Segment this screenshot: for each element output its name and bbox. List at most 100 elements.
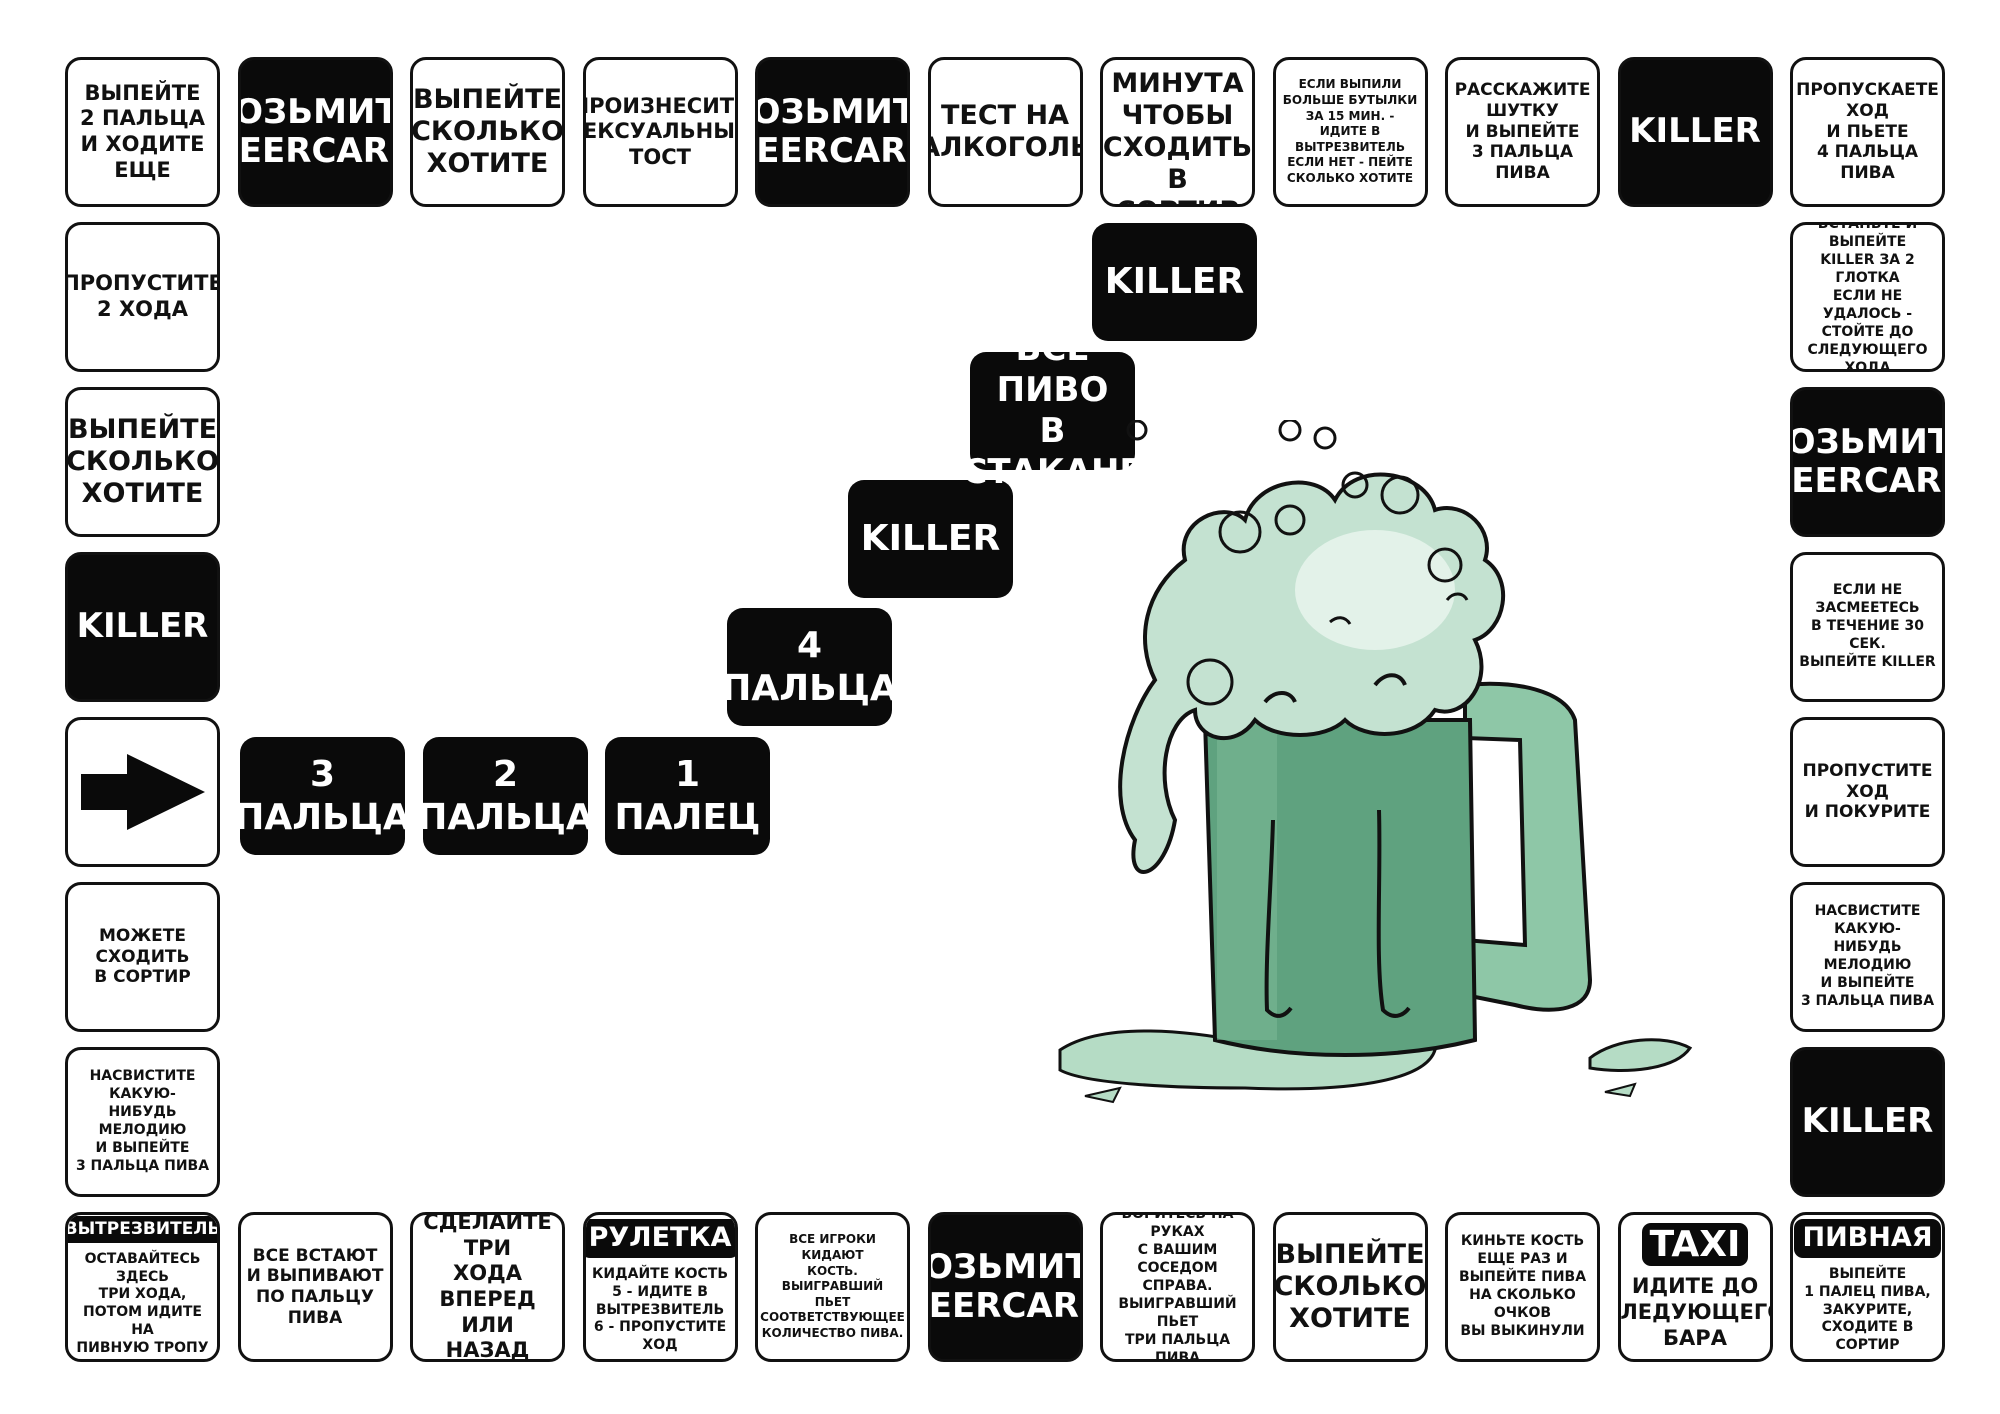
cell-text: ВОЗЬМИТЕ BEERCARD [238,91,390,171]
board-cell: НАСВИСТИТЕ КАКУЮ- НИБУДЬ МЕЛОДИЮ И ВЫПЕЙ… [65,1047,220,1197]
bubble [1126,420,1148,441]
bubble [1427,547,1463,583]
cell-text: БОРИТЕСЬ НА РУКАХ С ВАШИМ СОСЕДОМ СПРАВА… [1118,1212,1237,1362]
leg [1264,819,1293,1018]
board-cell: РАССКАЖИТЕ ШУТКУ И ВЫПЕЙТЕ 3 ПАЛЬЦА ПИВА [1445,57,1600,207]
board-cell [65,717,220,867]
board-cell: ВОЗЬМИТЕ BEERCARD [927,1212,1083,1362]
cell-text: ВЫПЕЙТЕ 2 ПАЛЬЦА И ХОДИТЕ ЕЩЕ [80,80,205,182]
cell-text: ОСТАВАЙТЕСЬ ЗДЕСЬ ТРИ ХОДА, ПОТОМ ИДИТЕ … [76,1250,209,1357]
bubble [1186,658,1234,706]
cell-text: ВОЗЬМИТЕ BEERCARD [928,1246,1080,1326]
board-cell: ТЕСТ НА АЛКОГОЛЬ [927,57,1083,207]
path-cell: 1 ПАЛЕЦ [605,737,770,855]
board-cell: ВЫПЕЙТЕ СКОЛЬКО ХОТИТЕ [65,387,220,537]
eye [1329,616,1352,625]
bubble [1341,471,1369,499]
cell-text: КИДАЙТЕ КОСТЬ 5 - ИДИТЕ В ВЫТРЕЗВИТЕЛЬ 6… [591,1265,728,1354]
cell-text: НАСВИСТИТЕ КАКУЮ- НИБУДЬ МЕЛОДИЮ И ВЫПЕЙ… [75,1068,210,1174]
leg [1376,809,1411,1018]
board-cell: ВСЕ ИГРОКИ КИДАЮТ КОСТЬ. ВЫИГРАВШИЙ ПЬЕТ… [755,1212,910,1362]
cell-text: ВЫПЕЙТЕ 1 ПАЛЕЦ ПИВА, ЗАКУРИТЕ, СХОДИТЕ … [1804,1265,1931,1354]
puddle-drop [1084,1086,1122,1104]
board-cell: ВОЗЬМИТЕ BEERCARD [755,57,910,207]
cell-text: ПРОИЗНЕСИТЕ СЕКСУАЛЬНЫЙ ТОСТ [582,93,735,169]
board-cell: TAXI ИДИТЕ ДО СЛЕДУЮЩЕГО БАРА [1617,1212,1773,1362]
cell-header: РУЛЕТКА [585,1218,735,1258]
bubble [1313,426,1337,450]
cell-text: ЕСЛИ НЕ ЗАСМЕЕТЕСЬ В ТЕЧЕНИЕ 30 СЕК. ВЫП… [1799,582,1936,670]
path-cell: 3 ПАЛЬЦА [234,737,411,855]
cell-text: ВОЗЬМИТЕ BEERCARD [756,91,907,171]
foam-highlight [1295,530,1455,650]
board-cell: ЕСЛИ НЕ ЗАСМЕЕТЕСЬ В ТЕЧЕНИЕ 30 СЕК. ВЫП… [1790,552,1945,702]
board-cell: ПРОПУСТИТЕ ХОД И ПОКУРИТЕ [1790,717,1945,867]
bubble [1274,504,1306,536]
board-cell: KILLER [1617,57,1773,207]
cell-header: ВЫТРЕЗВИТЕЛЬ [68,1215,217,1243]
board-cell: РУЛЕТКА КИДАЙТЕ КОСТЬ 5 - ИДИТЕ В ВЫТРЕЗВ… [582,1212,738,1362]
cell-text: ВЫПЕЙТЕ СКОЛЬКО ХОТИТЕ [66,414,219,509]
board-cell: ЕСЛИ ВЫПИЛИ БОЛЬШЕ БУТЫЛКИ ЗА 15 МИН. - … [1272,57,1428,207]
cell-text: ВЫПЕЙТЕ СКОЛЬКО ХОТИТЕ [1273,1239,1427,1334]
start-arrow-icon [80,754,205,830]
cell-text: ПРОПУСТИТЕ ХОД И ПОКУРИТЕ [1802,760,1933,823]
eye [1263,691,1297,704]
board-cell: МОЖЕТЕ СХОДИТЬ В СОРТИР [65,882,220,1032]
cell-text: ПРОПУСТИТЕ 2 ХОДА [65,271,220,321]
cell-text: 1 МИНУТА ЧТОБЫ СХОДИТЬ В СОРТИР [1102,60,1253,204]
cell-text: ВСЕ ВСТАЮТ И ВЫПИВАЮТ ПО ПАЛЬЦУ ПИВА [246,1245,384,1328]
cell-text: ВСЕ ИГРОКИ КИДАЮТ КОСТЬ. ВЫИГРАВШИЙ ПЬЕТ… [760,1232,905,1340]
cell-text: МОЖЕТЕ СХОДИТЬ В СОРТИР [94,925,191,988]
cell-text: ВЫПЕЙТЕ СКОЛЬКО ХОТИТЕ [411,84,564,179]
bubble [1380,475,1420,515]
bubble [1218,510,1262,554]
board-cell: ПРОПУСКАЕТЕ ХОД И ПЬЕТЕ 4 ПАЛЬЦА ПИВА [1790,57,1945,207]
cell-text: ТЕСТ НА АЛКОГОЛЬ [927,100,1083,163]
board-cell: ВЫТРЕЗВИТЕЛЬ ОСТАВАЙТЕСЬ ЗДЕСЬ ТРИ ХОДА, … [65,1212,220,1362]
path-cell: 2 ПАЛЬЦА [417,737,594,855]
board-cell: ПРОПУСТИТЕ 2 ХОДА [65,222,220,372]
cell-text: ЕСЛИ ВЫПИЛИ БОЛЬШЕ БУТЫЛКИ ЗА 15 МИН. - … [1282,77,1418,185]
board-cell: ВЫПЕЙТЕ 2 ПАЛЬЦА И ХОДИТЕ ЕЩЕ [65,57,220,207]
beer-mug-icon [1058,420,1693,1104]
path-cell: ВСЕ ПИВО В СТАКАНЕ [962,329,1143,492]
board-cell: ВЫПЕЙТЕ СКОЛЬКО ХОТИТЕ [1272,1212,1428,1362]
cell-text: KILLER [76,606,209,647]
cell-text: РАССКАЖИТЕ ШУТКУ И ВЫПЕЙТЕ 3 ПАЛЬЦА ПИВА [1454,80,1591,184]
board-cell: ВОЗЬМИТЕ BEERCARD [237,57,393,207]
eye [1445,592,1469,601]
board-cell: ВЫПЕЙТЕ СКОЛЬКО ХОТИТЕ [410,57,565,207]
board-cell: 1 МИНУТА ЧТОБЫ СХОДИТЬ В СОРТИР [1100,57,1255,207]
cell-text: KILLER [1801,1101,1934,1142]
cell-text: НАСВИСТИТЕ КАКУЮ- НИБУДЬ МЕЛОДИЮ И ВЫПЕЙ… [1800,903,1935,1009]
path-cell: KILLER [1092,223,1257,341]
board-cell: ПИВНАЯ ВЫПЕЙТЕ 1 ПАЛЕЦ ПИВА, ЗАКУРИТЕ, СХ… [1790,1212,1945,1362]
board-cell: БОРИТЕСЬ НА РУКАХ С ВАШИМ СОСЕДОМ СПРАВА… [1100,1212,1255,1362]
board-cell: KILLER [1790,1047,1945,1197]
cell-text: ВСТАНЬТЕ И ВЫПЕЙТЕ KILLER ЗА 2 ГЛОТКА ЕС… [1807,222,1928,372]
board-cell: ВСТАНЬТЕ И ВЫПЕЙТЕ KILLER ЗА 2 ГЛОТКА ЕС… [1790,222,1945,372]
board-cell: ВСЕ ВСТАЮТ И ВЫПИВАЮТ ПО ПАЛЬЦУ ПИВА [237,1212,393,1362]
board-cell: СДЕЛАЙТЕ ТРИ ХОДА ВПЕРЕД ИЛИ НАЗАД [410,1212,565,1362]
board-cell: КИНЬТЕ КОСТЬ ЕЩЕ РАЗ И ВЫПЕЙТЕ ПИВА НА С… [1445,1212,1600,1362]
cell-text: KILLER [1629,111,1761,152]
path-cell: KILLER [848,480,1013,598]
bubble [1278,420,1302,442]
cell-header: ПИВНАЯ [1794,1218,1941,1258]
board-cell: НАСВИСТИТЕ КАКУЮ- НИБУДЬ МЕЛОДИЮ И ВЫПЕЙ… [1790,882,1945,1032]
cell-text: СДЕЛАЙТЕ ТРИ ХОДА ВПЕРЕД ИЛИ НАЗАД [423,1212,552,1362]
board-cell: KILLER [65,552,220,702]
cell-text: ПРОПУСКАЕТЕ ХОД И ПЬЕТЕ 4 ПАЛЬЦА ПИВА [1796,80,1939,184]
mug-handle [1463,681,1593,1012]
puddle-drop [1604,1082,1637,1098]
cell-text: ВОЗЬМИТЕ BEERCARD [1791,421,1942,501]
path-cell: 4 ПАЛЬЦА [721,608,898,726]
board-cell: ВОЗЬМИТЕ BEERCARD [1790,387,1945,537]
puddle-splash [1588,1038,1693,1073]
cell-text: КИНЬТЕ КОСТЬ ЕЩЕ РАЗ И ВЫПЕЙТЕ ПИВА НА С… [1458,1233,1587,1339]
eye [1373,673,1407,687]
cell-header: TAXI [1641,1222,1749,1267]
cell-text: ИДИТЕ ДО СЛЕДУЮЩЕГО БАРА [1620,1274,1770,1350]
board-cell: ПРОИЗНЕСИТЕ СЕКСУАЛЬНЫЙ ТОСТ [582,57,738,207]
